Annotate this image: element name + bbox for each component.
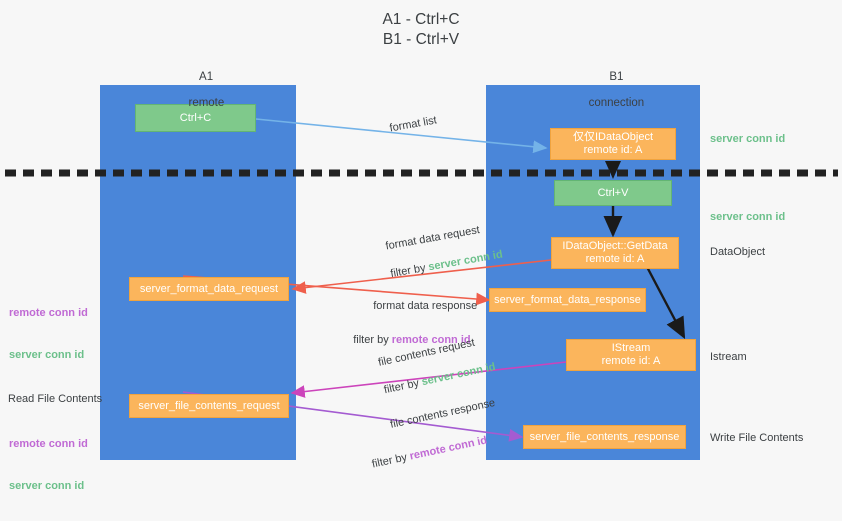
lane-b1-subtitle: connection [588,97,645,109]
right-label-server-conn-id-top: server conn id [710,133,786,145]
file-contents-request-text: file contents request [377,336,476,369]
right-label-server-conn-id-second: server conn id [710,211,786,223]
file-contents-request-filter-prefix: filter by [382,376,424,397]
node-istream[interactable]: IStream remote id: A [566,339,696,371]
node-server-file-contents-request[interactable]: server_file_contents_request [129,394,289,418]
node-ctrl-c[interactable]: Ctrl+C [135,104,256,132]
left-upper-server-conn-id: server conn id [9,349,85,361]
format-data-request-filter-prefix: filter by [389,261,430,281]
format-data-response-filter-prefix: filter by [353,334,392,346]
format-data-response-text: format data response [373,300,478,312]
node-server-file-contents-response[interactable]: server_file_contents_response [523,425,686,449]
left-lower-server-conn-id: server conn id [9,480,85,492]
diagram-canvas: A1 - Ctrl+C B1 - Ctrl+V A1 remote B1 con… [5,11,838,492]
node-idataobject-getdata[interactable]: IDataObject::GetData remote id: A [551,237,679,269]
lane-a1-subtitle: remote [188,97,225,109]
diagram-title: A1 - Ctrl+C B1 - Ctrl+V [382,11,460,48]
left-lower-remote-conn-id: remote conn id [9,438,88,450]
format-data-response-filter-value: remote conn id [391,334,471,346]
lane-header-a1: A1 remote [140,58,260,123]
left-conn-pair-lower: remote conn id server conn id [9,409,88,521]
file-contents-response-filter-value: remote conn id [408,434,489,463]
file-contents-response-filter-prefix: filter by [370,450,412,471]
edge-label-format-data-response: format data response filter by remote co… [353,285,478,361]
right-label-istream: Istream [710,351,747,363]
edge-label-format-list-text: format list [388,114,438,135]
file-contents-response-text: file contents response [389,396,497,431]
lane-b1-title: B1 [609,71,624,83]
lane-a1-title: A1 [199,71,214,83]
format-data-request-text: format data request [384,224,481,253]
right-label-write-file-contents: Write File Contents [710,432,804,444]
edge-label-format-list: format list [374,100,440,152]
right-label-dataobject: DataObject [710,246,766,258]
format-data-request-filter-value: server conn id [427,248,504,274]
node-idataobject[interactable]: 仅仅IDataObject remote id: A [550,128,676,160]
left-conn-pair-upper: remote conn id server conn id [9,278,88,390]
node-ctrl-v[interactable]: Ctrl+V [554,180,672,206]
node-server-format-data-request[interactable]: server_format_data_request [129,277,289,301]
node-server-format-data-response[interactable]: server_format_data_response [489,288,646,312]
left-label-read-file-contents: Read File Contents [8,393,103,405]
left-upper-remote-conn-id: remote conn id [9,307,88,319]
lane-header-b1: B1 connection [545,58,675,123]
